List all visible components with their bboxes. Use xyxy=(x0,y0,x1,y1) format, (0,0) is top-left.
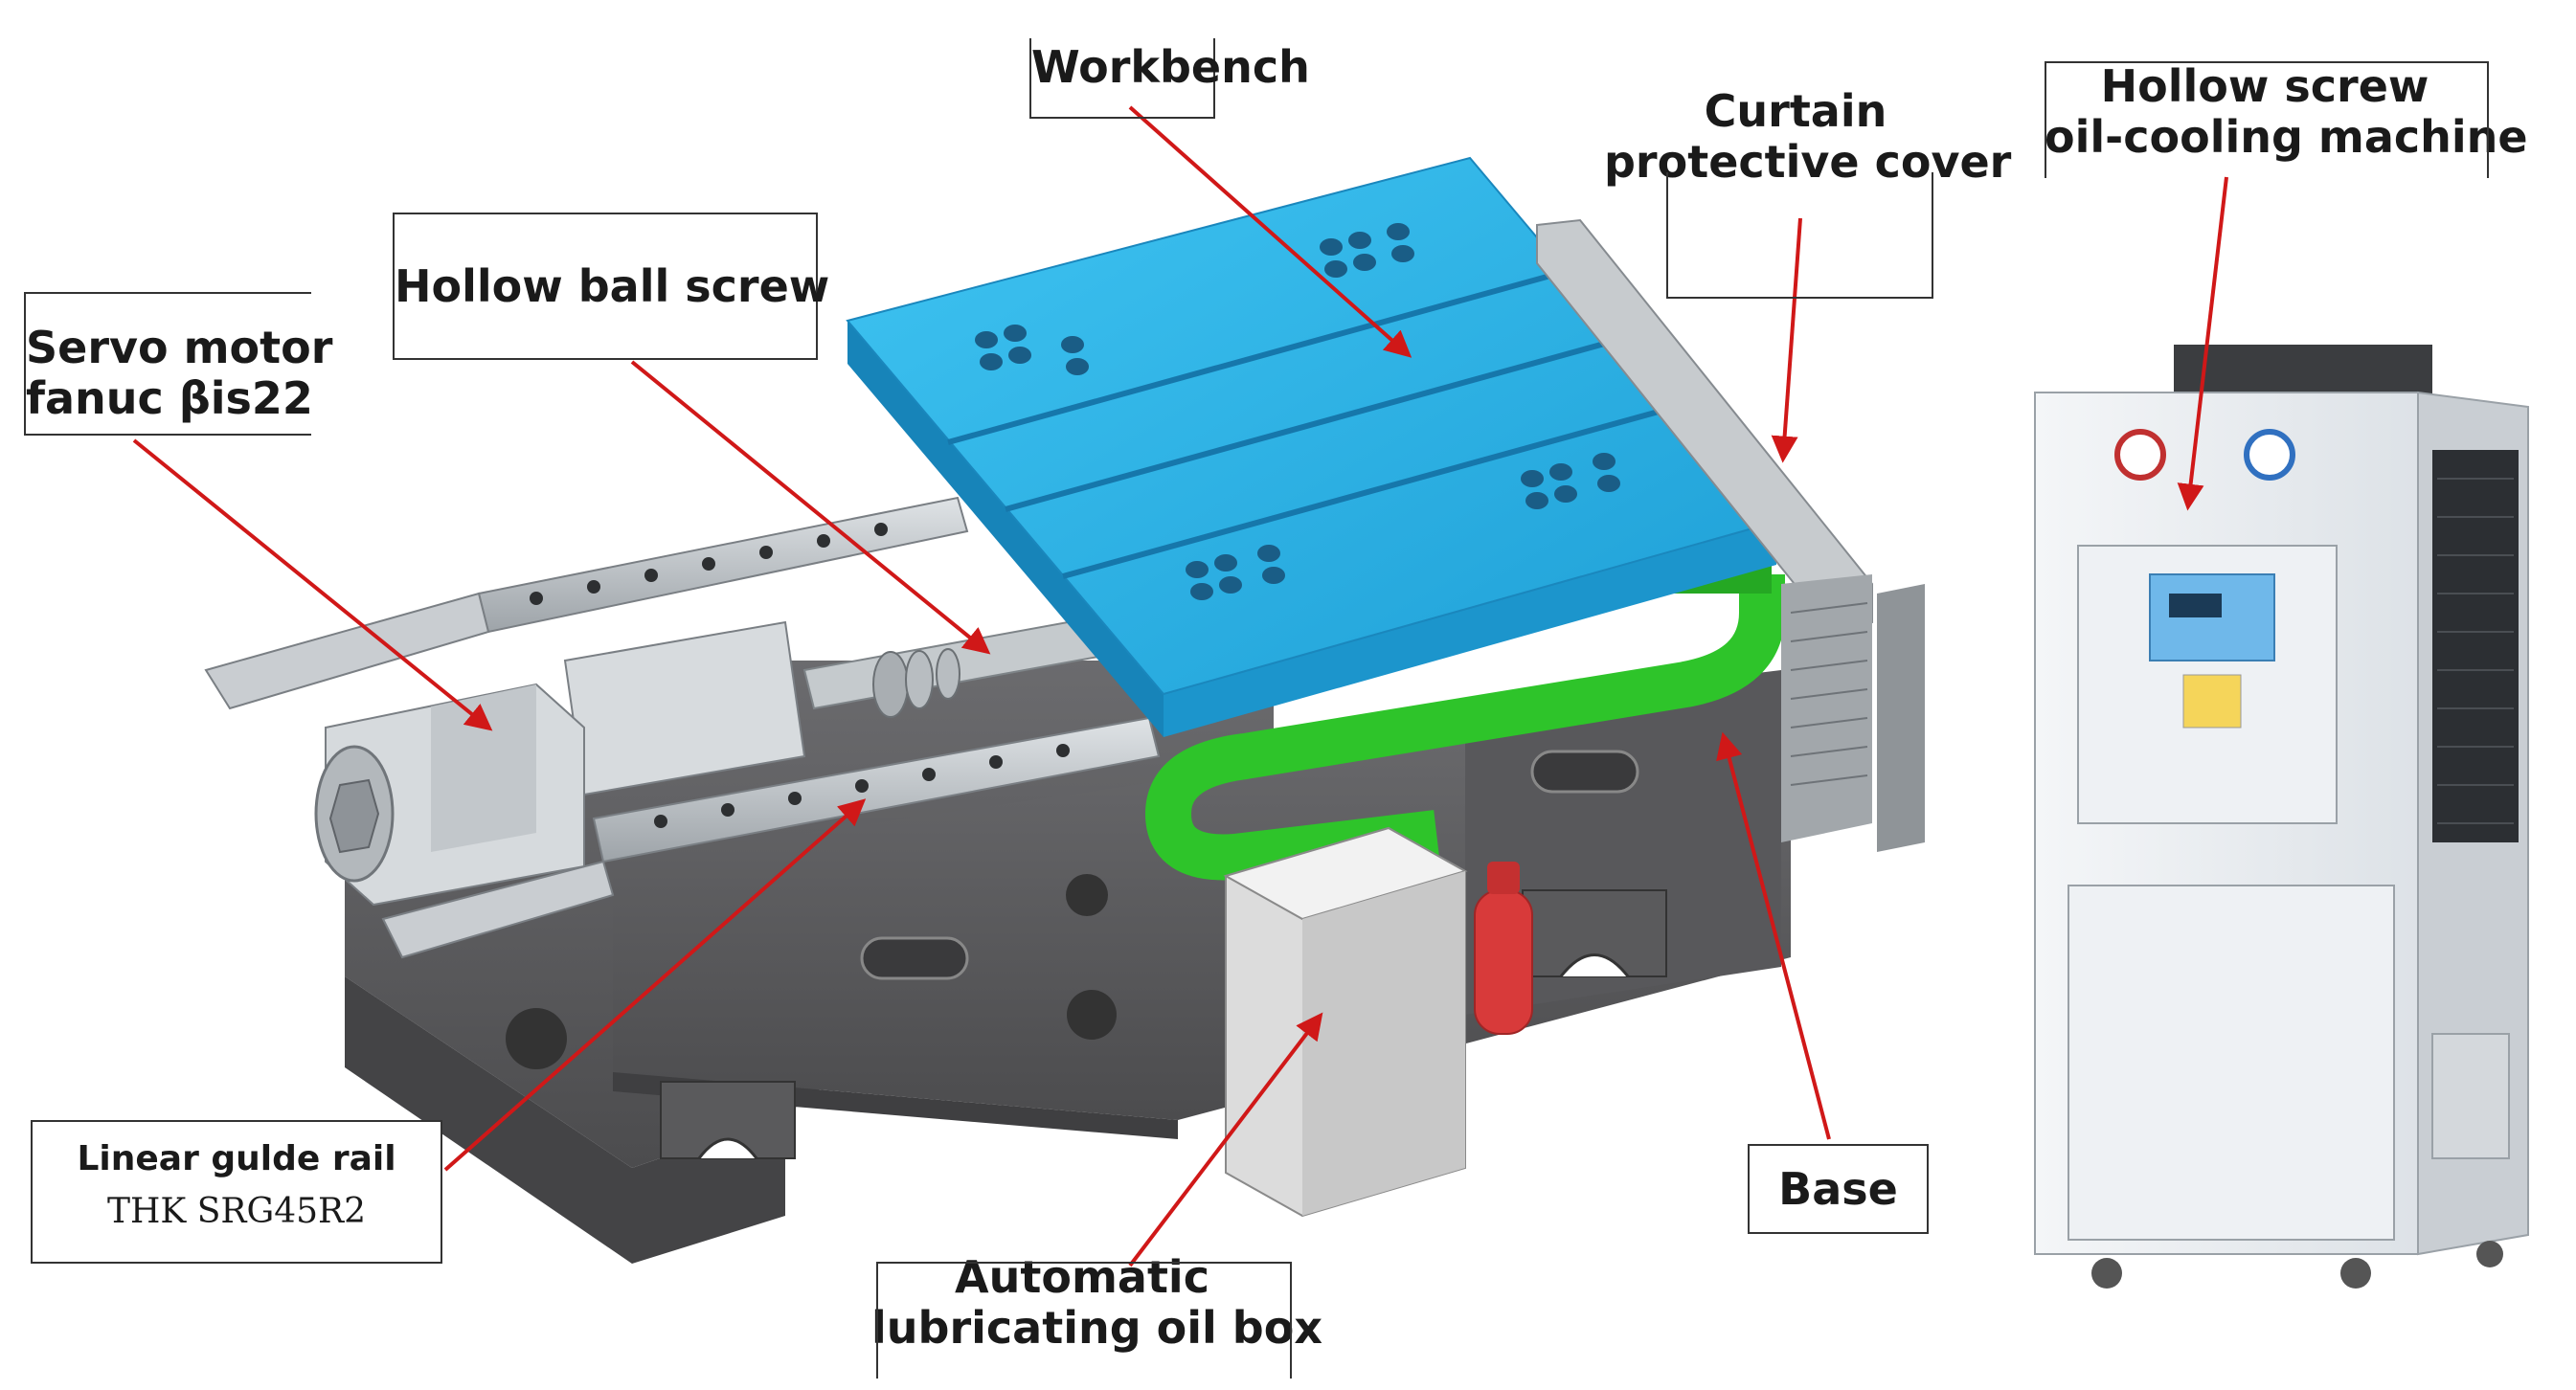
label-curtain-line2: protective cover xyxy=(1604,135,2012,188)
label-rail-line2: THK SRG45R2 xyxy=(106,1192,367,1232)
label-lube-bracket xyxy=(876,1262,1292,1379)
label-oil-cooling-machine: Hollow screw oil-cooling machine xyxy=(2045,60,2528,178)
label-curtain-bracket xyxy=(1666,172,1933,299)
servo-motor xyxy=(314,683,585,907)
label-servo-motor: Servo motor fanuc βis22 xyxy=(24,292,333,436)
label-lube-line2: lubricating oil box xyxy=(871,1301,1323,1354)
label-chiller-line2: oil-cooling machine xyxy=(2045,110,2528,163)
linear-guide-rail-assembly xyxy=(204,496,1161,959)
curtain-protective-cover xyxy=(1536,218,1925,852)
label-chiller-line1: Hollow screw xyxy=(2100,60,2429,112)
label-chiller-bracket xyxy=(2045,61,2489,178)
oil-cooling-machine xyxy=(2034,345,2529,1289)
arrow-lubricating-oil-box xyxy=(1128,1012,1323,1267)
workbench-table xyxy=(846,156,1778,737)
arrow-servo-motor xyxy=(132,438,493,731)
label-curtain-line1: Curtain xyxy=(1704,85,1887,137)
label-lube-line1: Automatic xyxy=(955,1251,1209,1303)
arrow-curtain-cover xyxy=(1771,217,1802,463)
label-ball-screw-text: Hollow ball screw xyxy=(395,260,830,312)
arrow-base xyxy=(1716,731,1831,1140)
label-linear-guide-rail: Linear gulde rail THK SRG45R2 xyxy=(31,1120,442,1264)
label-lubricating-oil-box: Automatic lubricating oil box xyxy=(871,1251,1323,1379)
fire-extinguisher xyxy=(1474,862,1533,1035)
label-workbench-text: Workbench xyxy=(1031,41,1310,93)
label-base: Base xyxy=(1748,1144,1929,1234)
label-rail-line1: Linear gulde rail xyxy=(77,1139,396,1178)
arrow-hollow-ball-screw xyxy=(630,360,991,655)
arrow-linear-guide-rail xyxy=(443,798,867,1172)
label-workbench: Workbench xyxy=(1029,38,1310,119)
label-hollow-ball-screw: Hollow ball screw xyxy=(393,213,829,360)
label-base-text: Base xyxy=(1778,1163,1898,1215)
callout-arrows xyxy=(132,105,2228,1267)
label-servo-line2: fanuc βis22 xyxy=(26,371,313,424)
lubricating-oil-box xyxy=(1223,826,1468,1218)
label-servo-line1: Servo motor xyxy=(26,322,333,373)
arrow-workbench xyxy=(1128,105,1412,358)
label-curtain-cover: Curtain protective cover xyxy=(1604,85,2012,299)
arrow-oil-cooling-machine xyxy=(2177,176,2228,511)
